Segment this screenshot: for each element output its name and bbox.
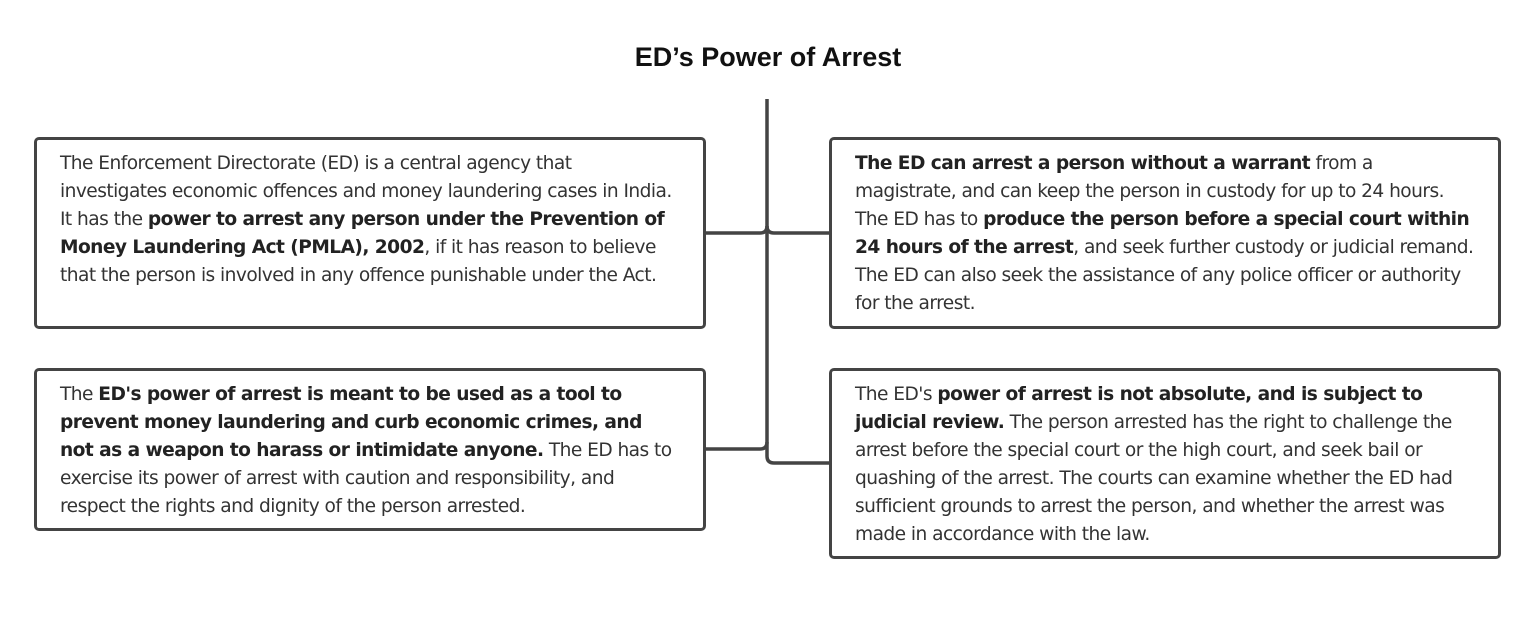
bold-text: produce the person before a special cour…: [855, 209, 1470, 258]
node-ed-overview: The Enforcement Directorate (ED) is a ce…: [34, 137, 706, 329]
node-judicial-review: The ED's power of arrest is not absolute…: [829, 368, 1501, 559]
text: The person arrested has the right to cha…: [855, 412, 1453, 545]
connector-top-left: [705, 225, 769, 235]
bold-text: ED's power of arrest is meant to be used…: [60, 384, 642, 461]
text: The ED's: [855, 384, 938, 405]
trunk-line: [765, 99, 830, 465]
text: , and seek further custody or judicial r…: [855, 237, 1474, 314]
connector-top-right: [765, 225, 830, 235]
diagram-title: ED’s Power of Arrest: [634, 42, 902, 72]
text: from a magistrate, and can keep the pers…: [855, 153, 1445, 230]
text: The Enforcement Directorate (ED) is a ce…: [60, 153, 672, 230]
connector-bottom-left: [705, 441, 769, 451]
bold-text: power of arrest is not absolute, and is …: [855, 384, 1423, 433]
node-purpose-of-arrest: The ED's power of arrest is meant to be …: [34, 368, 706, 531]
bold-text: The ED can arrest a person without a war…: [855, 153, 1311, 174]
bold-text: power to arrest any person under the Pre…: [60, 209, 665, 258]
text: The: [60, 384, 99, 405]
text: , if it has reason to believe that the p…: [60, 237, 657, 286]
node-arrest-without-warrant: The ED can arrest a person without a war…: [829, 137, 1501, 329]
text: The ED has to exercise its power of arre…: [60, 440, 672, 517]
